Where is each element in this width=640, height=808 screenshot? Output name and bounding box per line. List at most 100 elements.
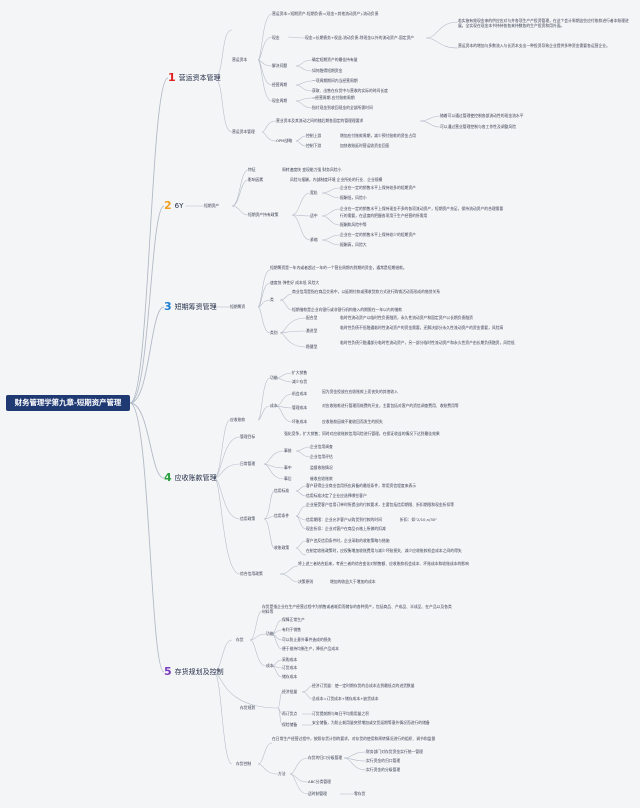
section-4-label: 应收账款管理 <box>174 474 217 482</box>
s3-g3b: 短期借款是企业向银行或非银行机构借入的期限在一年以内的借款 <box>292 307 403 312</box>
s4-g1b: 成本 <box>270 403 278 408</box>
s1-g1a: 营运资本=短期资产-短期负债=(现金+其他流动资产)-流动负债 <box>272 11 379 16</box>
s1-g3b1a: 增加应付账款周期，减少预付账款的资金占用 <box>340 133 416 138</box>
s4-g1b2: 管理成本 <box>292 405 308 410</box>
s2-g3c1: 企业在一定的销售水平上保持较少的短期资产 <box>340 232 416 237</box>
s5-g1c1: 采购成本 <box>282 657 298 662</box>
s4-g4c: 收账政策 <box>274 545 290 550</box>
section-4-number: 4 <box>164 471 172 484</box>
section-2-label: 6Y <box>174 202 184 210</box>
s5-g2c: 保险储备 <box>282 722 298 727</box>
s4-g5b1: 增加的收益大于增加的成本 <box>330 579 376 584</box>
s5-g1: 存货 <box>236 637 244 642</box>
s2-g3a1: 企业在一定的销售水平上保持较多的短期资产 <box>340 185 416 190</box>
s5-g2c1: 安全储备，为防止耗用量突然增加或交货延期等意外情况而进行的储备 <box>312 720 430 725</box>
s5-g1c3: 储存成本 <box>282 674 298 679</box>
s4-g4b4: 现金折扣：企业对客户在商品价格上所做的扣减 <box>306 526 386 531</box>
s1-g1b: 现金 <box>272 35 280 40</box>
s4-g1: 应收账款 <box>230 417 246 422</box>
s4-g4b2: 信用期限：企业允许客户从购货到付款的时间 <box>306 517 382 522</box>
s4-g2a: 强化竞争，扩大销售；同时对应收账款信用风险进行管理，在保证收益的情况下达到最佳效… <box>284 431 440 436</box>
s4-g5: 综合信用政策 <box>240 571 263 576</box>
s5-g3b1b: 实行资金的归口管理 <box>366 758 401 763</box>
s3-g4b: 激进型 <box>306 328 318 333</box>
s4-g4a: 信用标准 <box>274 488 290 493</box>
s4-g3a1: 企业信用调查 <box>310 444 333 449</box>
section-2-number: 2 <box>164 199 172 212</box>
s5-g3a: 在日常生产经营过程中，按照存货计划的要求，对存货的使用和周转情况进行的组织、调节… <box>272 736 436 741</box>
s3-g4a1: 临时性流动资产以临时性负债融资，永久性流动资产和固定资产以长期负债融资 <box>340 315 473 320</box>
s5-g2a1: 经济订货量：使一定时期存货的总成本达到最低点的进货数量 <box>312 683 415 688</box>
s4-g4b1: 企业接受客户信用订单时所提出的付款要求，主要包括信用期限、折扣期限和现金折扣等 <box>306 502 455 507</box>
s2-g3c2: 报酬高，风险大 <box>340 242 367 247</box>
s4-g4b3: 折扣：如"2/10,n/30" <box>400 517 437 522</box>
s4-g3b1: 监督收账情况 <box>310 465 333 470</box>
section-1-number: 1 <box>168 71 176 84</box>
s1-g2c: 现金周期 <box>272 98 288 103</box>
s1-g1b1a: 若实施有效现金来的供应应对与并各项生产产投资管理，在这个会计周期这些应付账款进行… <box>458 18 629 28</box>
s2-g3b3: 报酬和风险中等 <box>340 222 367 227</box>
s1-g1: 营运资本 <box>232 57 248 62</box>
s4-g1b1a: 因为资金投放在应收账款上而丧失的其他收入 <box>322 389 398 394</box>
s4-g3c: 事后 <box>284 476 292 481</box>
s5-g1b3: 可以防止意外事件造成的损失 <box>282 637 332 642</box>
s1-g2c1: =经营周期-应付账款周期 <box>312 95 355 100</box>
s3-g4c1: 临时性负债只融通部分临时性流动资产，另一部分临时性流动资产和永久性资产由长期负债… <box>340 340 515 345</box>
s1-g3b2: 控制下游 <box>306 143 322 148</box>
s1-g3b2a: 加快收账延时营运收资金回笼 <box>340 143 390 148</box>
s2-g2: 影响因素 <box>248 177 264 182</box>
section-3-number: 3 <box>164 300 172 313</box>
s4-g1b2a: 对应收账款进行管理而耗费的开支，主要包括对客户的资信调查费用、收账费用等 <box>322 403 459 408</box>
s4-g3: 日常管理 <box>240 461 256 466</box>
s5-g1b1: 保障正常生产 <box>282 617 305 622</box>
s5-g3b: 方法 <box>278 771 286 776</box>
s5-g3b3a: 零存货 <box>354 791 366 796</box>
s3-g1: 短期筹资是一年内或者超过一年的一个营业周期内到期的资金，通常是短期借款。 <box>270 265 407 270</box>
s3-g4: 类别 <box>270 330 278 335</box>
s4-g1a1: 扩大销售 <box>292 370 308 375</box>
s1-g2a: 解决问题 <box>272 63 288 68</box>
s5-g2b1: 订货提前期与每日平均需用量之积 <box>312 711 369 716</box>
s1-g3a1: 随着可以通过管理使控制各部流动性的现金流水平 <box>440 113 524 118</box>
s2-g3c: 紧缩 <box>310 237 318 242</box>
s1-g3: 营运资本管理 <box>232 129 255 134</box>
s1-g2b2: 获取、出售在存货中与营收的实际的时间长度 <box>312 88 388 93</box>
s3-g4b1: 临时性负债不但融通临时性流动资产的资金需要，还解决部分永久性流动资产的资金需要，… <box>340 325 504 330</box>
s1-g2c2: 指付现金到收回现金的全部所需时间 <box>312 105 373 110</box>
s2-g3b1: 企业在一定的销售水平上保持现金不多的各项流动资产，短期资产充足，保持流动资产的合… <box>340 206 504 211</box>
s5-g2a: 经济批量 <box>282 689 298 694</box>
s4-g4a2: 信用标准决定了企业应选择哪些客户 <box>306 493 367 498</box>
s2-g3b2: 行的需要，在适度的把握各项用于生产经营的所需用 <box>340 213 428 218</box>
s5-g3b3: 适时制管理 <box>308 791 327 796</box>
s1-g3a2: 可以通过营业管理控制与各工作性及调整风险 <box>440 124 516 129</box>
s1-g3b1: 控制上游 <box>306 133 322 138</box>
s5-g2: 存货规划 <box>240 705 256 710</box>
s4-g1b3a: 应收账款因故不能收回而发生的损失 <box>322 419 383 424</box>
s4-g4a1: 客户获得企业商业信用所应具备的最低条件，常用资信程度来表示 <box>306 483 417 488</box>
s4-g4c1: 客户违反信用条件时，企业采取的收账策略与措施 <box>306 538 390 543</box>
s5-g3b2: ABC分类管理 <box>308 779 331 784</box>
section-5-label: 存货规划及控制 <box>174 668 224 676</box>
s4-g1a2: 减少存货 <box>292 379 308 384</box>
s4-g2: 管理目标 <box>240 434 256 439</box>
s3-g3a: 商业信用是指在商品交易中，以延期付款或预收货款方式进行购销活动而形成的借贷关系 <box>292 289 441 294</box>
s5-g3b1a: 财务部门对存货资金实行统一管理 <box>366 749 423 754</box>
s5-g3b1c: 实行资金的分级管理 <box>366 767 401 772</box>
s4-g4c2: 在制定收账政策时，应权衡增加收账费用与减少坏账损失、减少应收账款机会成本之间的得… <box>306 548 462 553</box>
s5-g1b4: 便于维持均衡生产，降低产品成本 <box>282 646 339 651</box>
section-1-label: 营运资本管理 <box>178 74 221 82</box>
s2-g1: 特征 <box>248 167 256 172</box>
s1-g3a: 营业资本及其流动之间的随后期各固定的管理理要求 <box>276 118 364 123</box>
root-node: 财务管理学第九章-短期资产管理 <box>6 395 130 411</box>
s3-g: 短期筹资 <box>230 304 246 309</box>
s4-g4: 信用政策 <box>240 516 256 521</box>
s4-g4b: 信用条件 <box>274 513 290 518</box>
s4-g3c1: 催收应收账款 <box>310 476 333 481</box>
s4-g1b3: 坏账成本 <box>292 419 308 424</box>
s4-g1b1: 机会成本 <box>292 391 308 396</box>
